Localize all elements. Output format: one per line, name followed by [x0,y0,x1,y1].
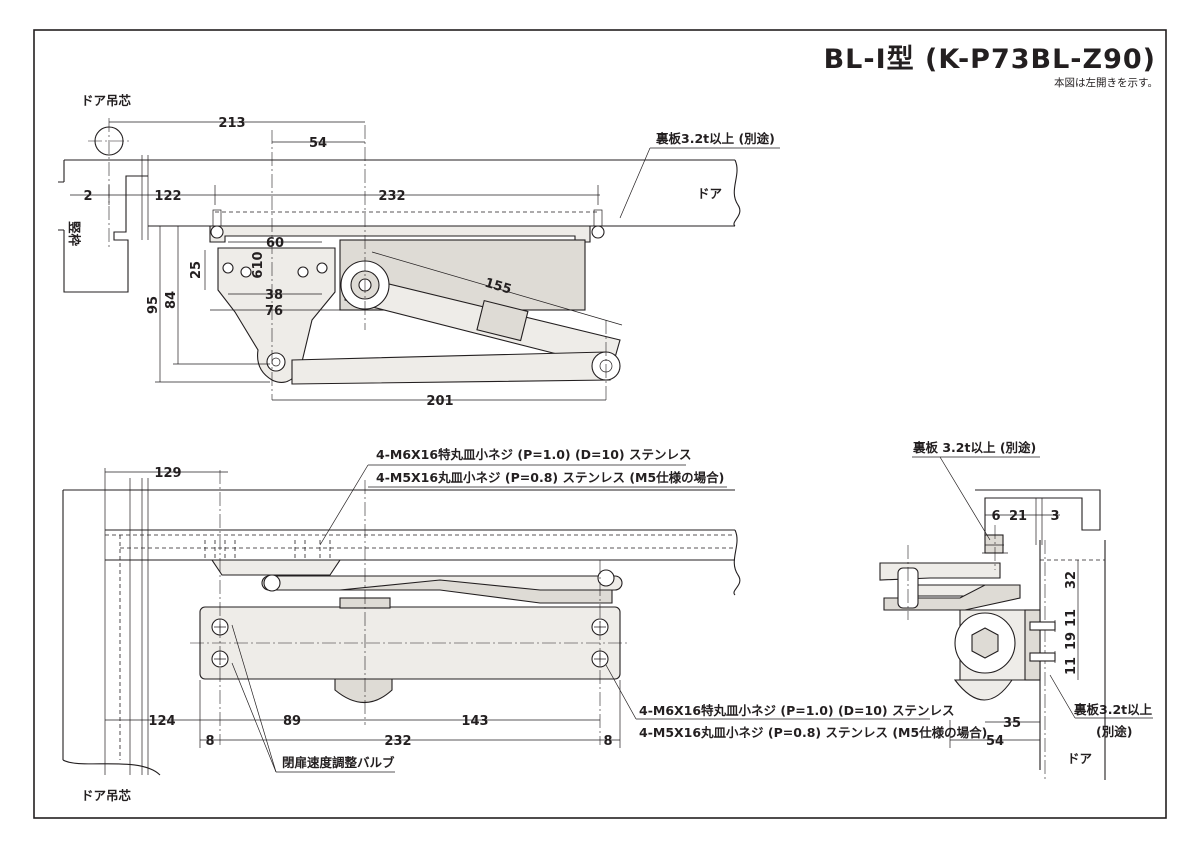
pivot-label-bottom: ドア吊芯 [81,788,132,803]
dim-19: 19 [1064,632,1079,650]
dim-21: 21 [1009,509,1027,524]
dim-95: 95 [146,296,161,314]
dim-232-front: 232 [384,734,411,749]
dim-35: 35 [1003,716,1021,731]
dim-38: 38 [265,288,283,303]
dim-8-left: 8 [205,734,214,749]
backplate-note-top: 裏板3.2t以上 (別途) [655,131,775,146]
dim-2: 2 [83,189,92,204]
dim-54-top: 54 [309,136,327,151]
door-label-side: ドア [1067,751,1092,766]
spindle-cap-front [334,678,393,703]
screw-note-lower-1: 4-M6X16特丸皿小ネジ (P=1.0) (D=10) ステンレス [639,703,955,718]
dim-232-top: 232 [378,189,405,204]
dim-76: 76 [265,304,283,319]
dim-201: 201 [426,394,453,409]
dim-11a: 11 [1064,609,1079,627]
dim-60: 60 [266,236,284,251]
dim-32: 32 [1064,571,1079,589]
drawing-border [33,29,1167,819]
dim-155: 155 [483,276,513,298]
dim-11b: 11 [1064,657,1079,675]
dim-84: 84 [164,291,179,309]
dim-54-side: 54 [986,734,1004,749]
screw-note-upper-1: 4-M6X16特丸皿小ネジ (P=1.0) (D=10) ステンレス [376,447,692,462]
dim-122: 122 [154,189,181,204]
pivot-label-top: ドア吊芯 [81,93,132,108]
forearm-top [291,351,611,385]
side-view: 6 21 3 32 11 19 11 35 54 裏板 3.2t以上 (別途) … [879,440,1153,780]
dim-10: 610 [251,251,266,278]
frame-channel [58,159,148,293]
mounting-plate-top [209,225,591,243]
top-view: ドア吊芯 竪枠 ドア [58,93,780,409]
dim-3: 3 [1050,509,1059,524]
door-label-top: ドア [697,186,722,201]
bracket-front [210,559,342,576]
dim-8-right: 8 [603,734,612,749]
frame-label: 竪枠 [67,221,82,247]
backplate-note-side2-2: (別途) [1096,724,1132,739]
screw-note-upper-2: 4-M5X16丸皿小ネジ (P=0.8) ステンレス (M5仕様の場合) [376,470,724,485]
dim-6: 6 [991,509,1000,524]
valve-note: 閉扉速度調整バルブ [282,755,395,770]
backplate-note-side2-1: 裏板3.2t以上 [1073,702,1153,717]
dim-25: 25 [189,261,204,279]
dim-89: 89 [283,714,301,729]
backplate-note-side: 裏板 3.2t以上 (別途) [912,440,1036,455]
title-note: 本図は左開きを示す。 [1054,76,1158,89]
title-main: BL-Ⅰ型 (K-P73BL-Z90) [824,44,1156,75]
dim-129: 129 [154,466,181,481]
dim-143: 143 [461,714,488,729]
dim-124: 124 [148,714,175,729]
dim-213: 213 [218,116,245,131]
screw-note-lower-2: 4-M5X16丸皿小ネジ (P=0.8) ステンレス (M5仕様の場合) [639,725,987,740]
front-view: 129 124 89 143 8 232 8 4-M6X16特丸皿小ネジ (P=… [62,447,987,803]
